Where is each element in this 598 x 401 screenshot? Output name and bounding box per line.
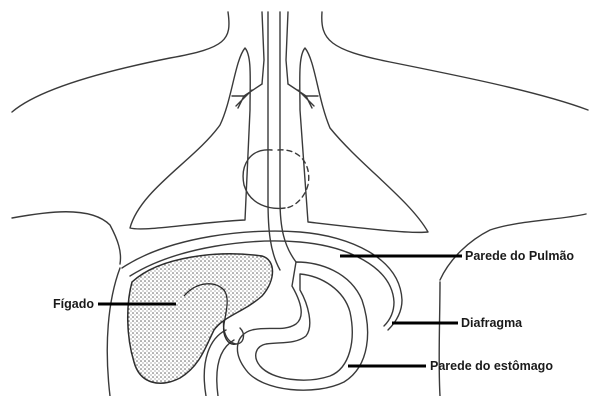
label-diaphragm: Diafragma [461,316,523,330]
right-lung [300,48,428,232]
left-lung [130,48,250,229]
heart-outline [243,150,285,209]
intestine-loop-inner [217,340,234,396]
bronchus-right [288,84,318,108]
torso-side-right [440,214,586,280]
bronchus-left [232,84,262,108]
label-lung-wall: Parede do Pulmão [465,249,574,263]
stomach-inner [256,274,352,380]
esophagus-right [280,12,296,262]
torso-side-left [12,212,121,264]
trachea-right-wall [286,12,288,84]
label-liver: Fígado [53,297,94,311]
label-stomach-wall: Parede do estômago [430,359,553,373]
torso-lower-right [439,282,440,396]
liver-shape [128,254,273,383]
torso-lower-left [107,268,120,396]
trachea-left-wall [262,12,264,84]
body-outline-right [322,12,588,110]
body-outline-left [12,12,229,112]
